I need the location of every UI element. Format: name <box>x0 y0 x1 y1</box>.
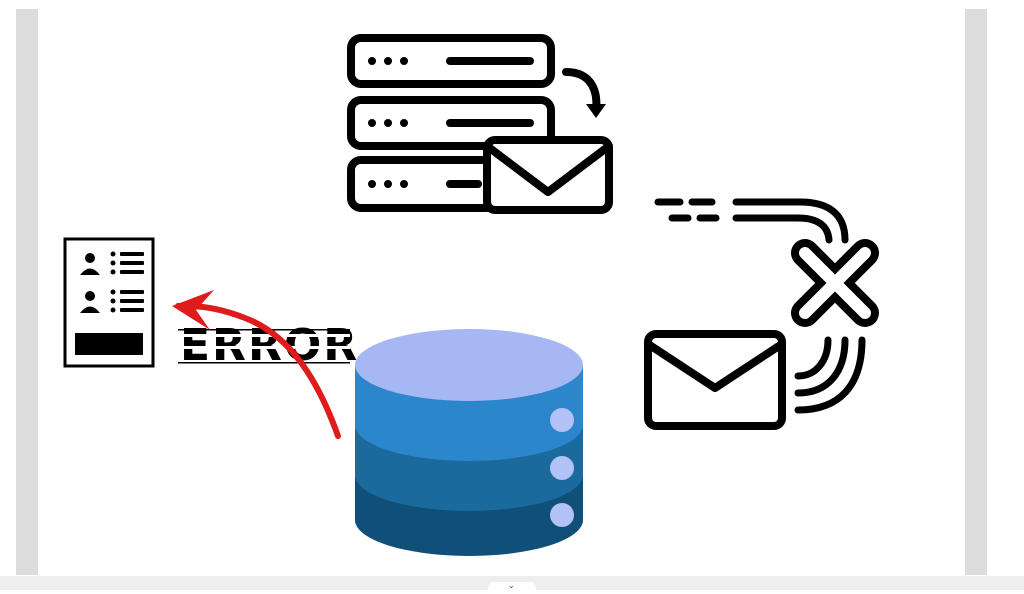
mail-icon <box>483 136 613 214</box>
motion-lines <box>654 198 849 244</box>
right-frame-bar <box>965 9 987 575</box>
cross-icon <box>791 239 879 327</box>
resume-document-icon <box>63 237 155 368</box>
red-curved-arrow-icon <box>172 290 341 439</box>
database-icon <box>355 329 583 556</box>
bounced-mail-icon <box>644 330 786 430</box>
server-dots <box>368 57 606 188</box>
left-frame-bar <box>16 9 38 575</box>
bounce-arcs <box>794 336 866 414</box>
server-arrow-head <box>586 104 606 118</box>
